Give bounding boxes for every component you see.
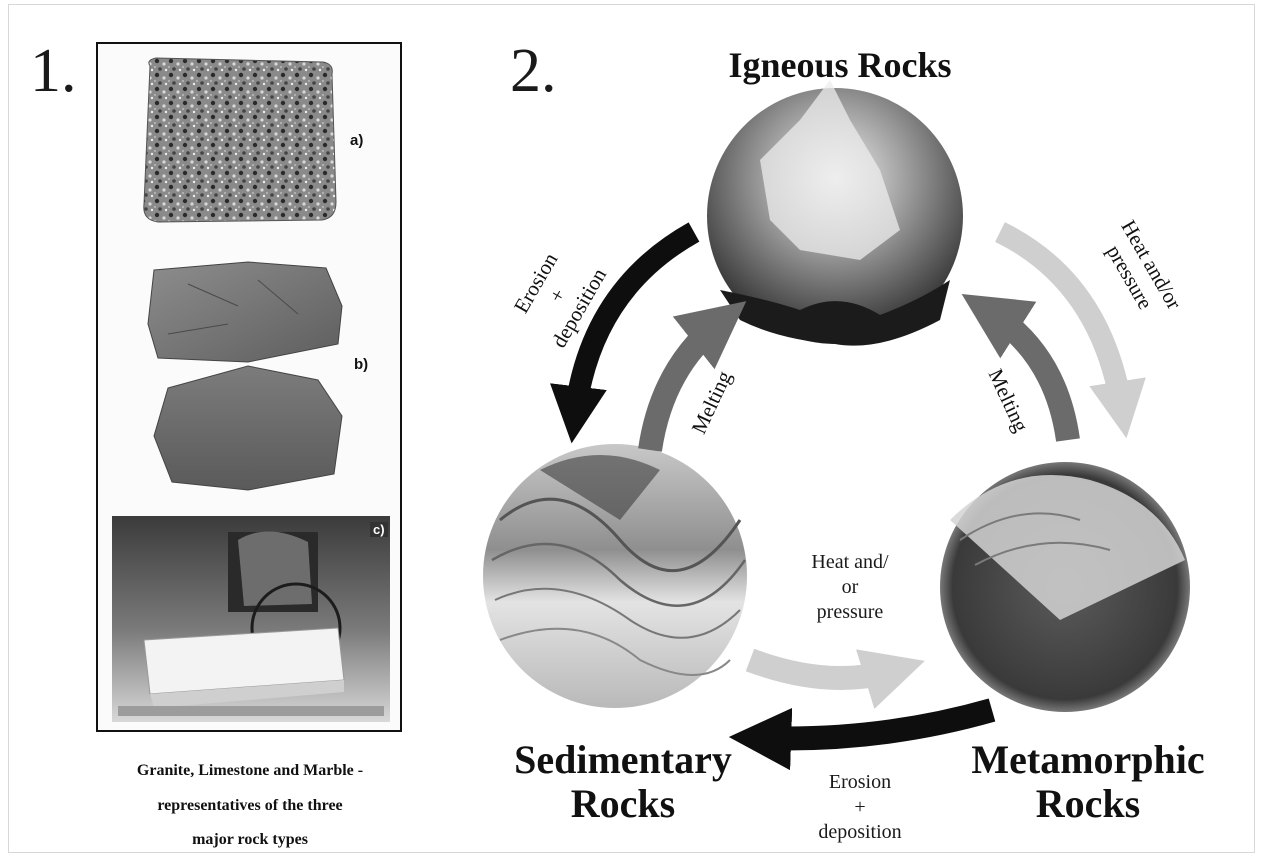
label-erosion-deposition-bottom: Erosion + deposition bbox=[785, 770, 935, 845]
metamorphic-title-line-1: Metamorphic bbox=[948, 738, 1228, 782]
bottom-outer-line-1: Erosion bbox=[785, 770, 935, 795]
arrow-metamorphic-to-sedimentary bbox=[760, 710, 992, 738]
bottom-inner-line-1: Heat and/ bbox=[770, 550, 930, 575]
metamorphic-title-line-2: Rocks bbox=[948, 782, 1228, 826]
metamorphic-rock-image bbox=[940, 462, 1190, 712]
igneous-rock-image bbox=[707, 80, 963, 346]
label-heat-pressure-bottom: Heat and/ or pressure bbox=[770, 550, 930, 625]
bottom-inner-line-3: pressure bbox=[770, 600, 930, 625]
sedimentary-rock-image bbox=[483, 444, 747, 708]
bottom-outer-line-3: deposition bbox=[785, 820, 935, 845]
bottom-inner-line-2: or bbox=[770, 575, 930, 600]
bottom-outer-line-2: + bbox=[785, 795, 935, 820]
arrow-sedimentary-to-metamorphic bbox=[750, 660, 895, 678]
igneous-title: Igneous Rocks bbox=[720, 44, 960, 86]
sedimentary-title-line-1: Sedimentary bbox=[498, 738, 748, 782]
sedimentary-title: Sedimentary Rocks bbox=[498, 738, 748, 826]
metamorphic-title: Metamorphic Rocks bbox=[948, 738, 1228, 826]
sedimentary-title-line-2: Rocks bbox=[498, 782, 748, 826]
